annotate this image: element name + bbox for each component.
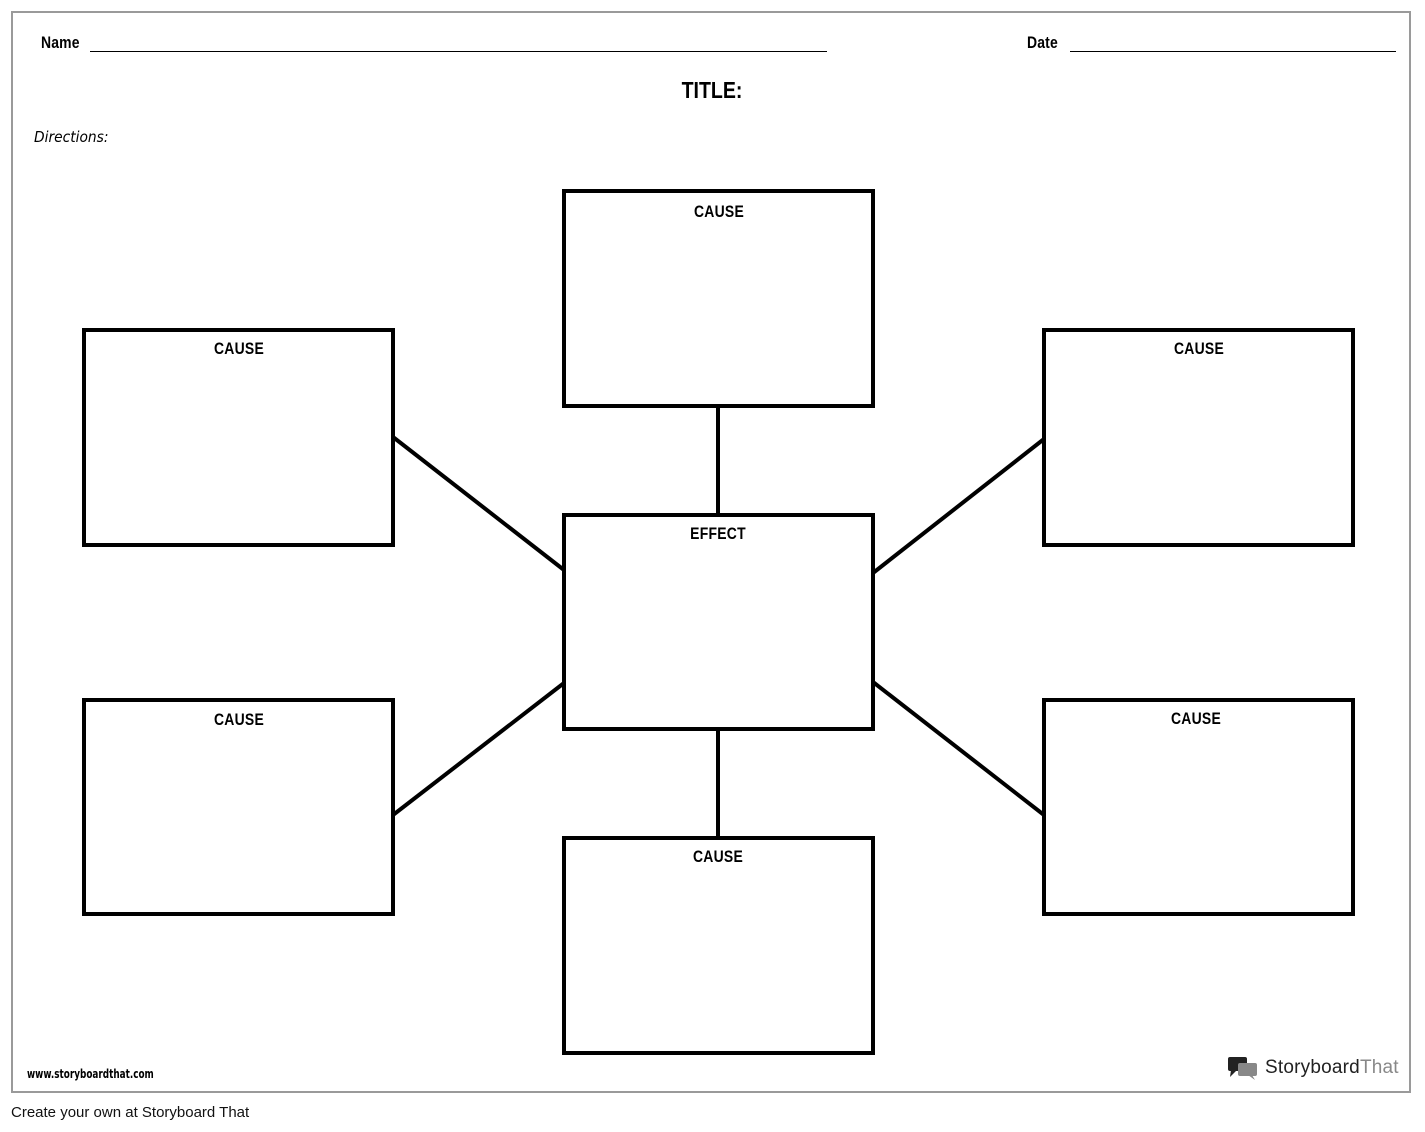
cause-box-bottom[interactable] xyxy=(562,836,875,1055)
connector-upper-left xyxy=(391,435,566,572)
cause-title-lower-left: CAUSE xyxy=(213,710,265,729)
connector-lower-right xyxy=(871,680,1046,817)
name-label: Name xyxy=(41,33,80,52)
worksheet-title: TITLE: xyxy=(681,77,743,103)
cause-title-bottom: CAUSE xyxy=(692,847,744,866)
speech-bubbles-icon xyxy=(1228,1057,1257,1080)
date-line[interactable] xyxy=(1070,51,1396,52)
effect-box[interactable] xyxy=(562,513,875,731)
site-url: www.storyboardthat.com xyxy=(27,1067,154,1081)
connector-upper-right xyxy=(871,437,1046,575)
cause-box-lower-left[interactable] xyxy=(82,698,395,916)
logo-text-light: That xyxy=(1359,1057,1399,1078)
cause-title-top: CAUSE xyxy=(693,202,745,221)
effect-title: EFFECT xyxy=(690,524,746,543)
cause-box-top[interactable] xyxy=(562,189,875,408)
cause-title-upper-left: CAUSE xyxy=(213,339,265,358)
cause-box-lower-right[interactable] xyxy=(1042,698,1355,916)
logo-text-strong: Storyboard xyxy=(1265,1057,1360,1078)
cause-box-upper-left[interactable] xyxy=(82,328,395,547)
cause-title-lower-right: CAUSE xyxy=(1170,709,1222,728)
footer-credit[interactable]: Create your own at Storyboard That xyxy=(11,1104,250,1121)
date-label: Date xyxy=(1027,33,1058,52)
connector-lower-left xyxy=(391,681,566,817)
cause-title-upper-right: CAUSE xyxy=(1173,339,1225,358)
storyboardthat-logo: StoryboardThat xyxy=(1227,1055,1399,1081)
directions-label: Directions: xyxy=(34,128,109,146)
cause-box-upper-right[interactable] xyxy=(1042,328,1355,547)
name-line[interactable] xyxy=(90,51,827,52)
